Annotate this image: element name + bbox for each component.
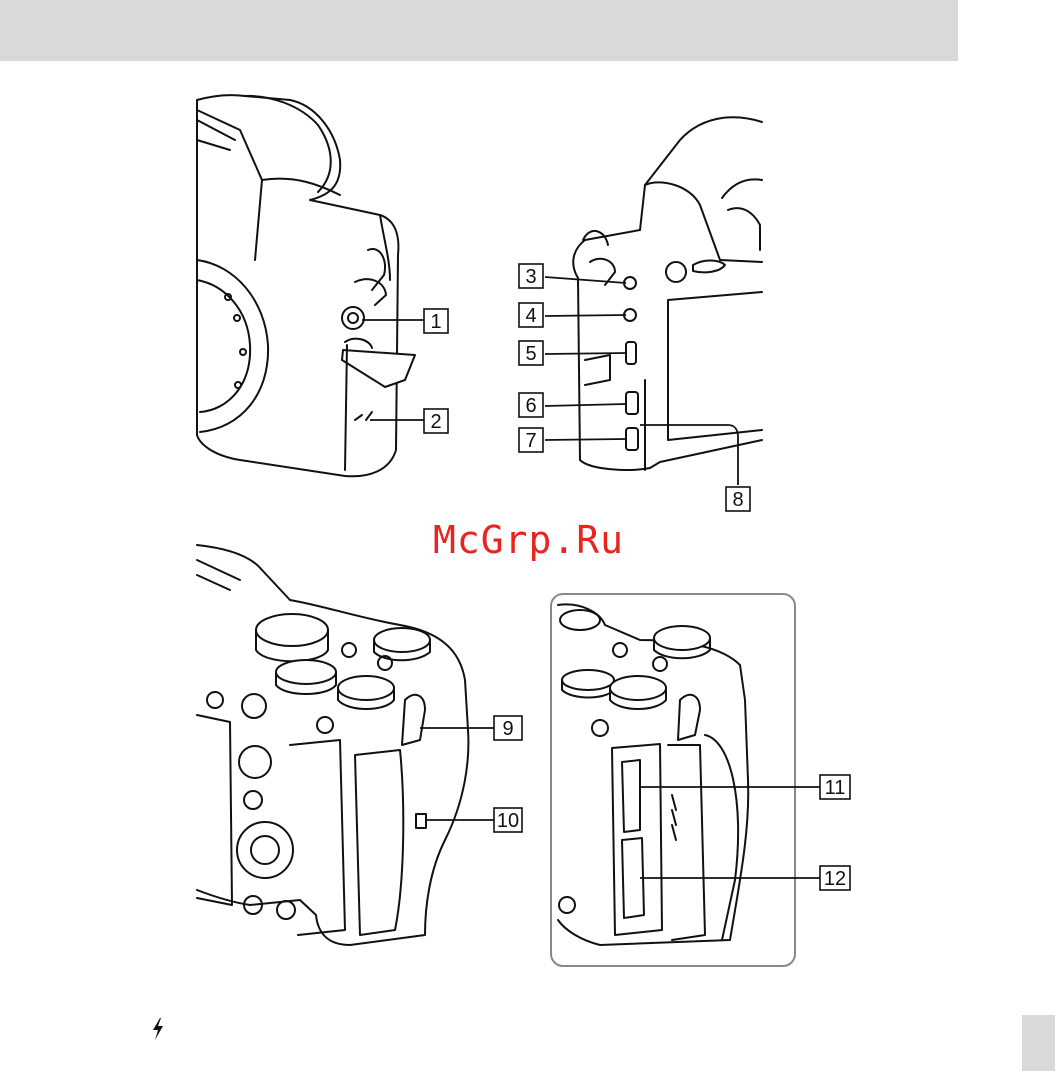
memory-card-slots-illustration: 11 12 (545, 590, 855, 970)
callout-8: 8 (732, 489, 743, 511)
callout-5: 5 (525, 343, 536, 365)
flash-icon (151, 1018, 165, 1040)
camera-terminals-illustration: 3 4 5 6 7 8 (510, 110, 765, 520)
callout-11: 11 (825, 777, 846, 799)
callout-9: 9 (502, 718, 513, 740)
callout-3: 3 (525, 266, 536, 288)
callout-2: 2 (430, 411, 441, 433)
header-bar (0, 0, 958, 61)
callout-7: 7 (525, 430, 536, 452)
camera-grip-illustration: 9 10 (190, 535, 530, 955)
callout-4: 4 (525, 305, 536, 327)
callout-1: 1 (430, 311, 441, 333)
callout-10: 10 (497, 810, 519, 832)
camera-left-side-illustration: 1 2 (190, 90, 470, 490)
callout-12: 12 (824, 868, 846, 890)
page-tab (1022, 1015, 1055, 1071)
callout-6: 6 (525, 395, 536, 417)
